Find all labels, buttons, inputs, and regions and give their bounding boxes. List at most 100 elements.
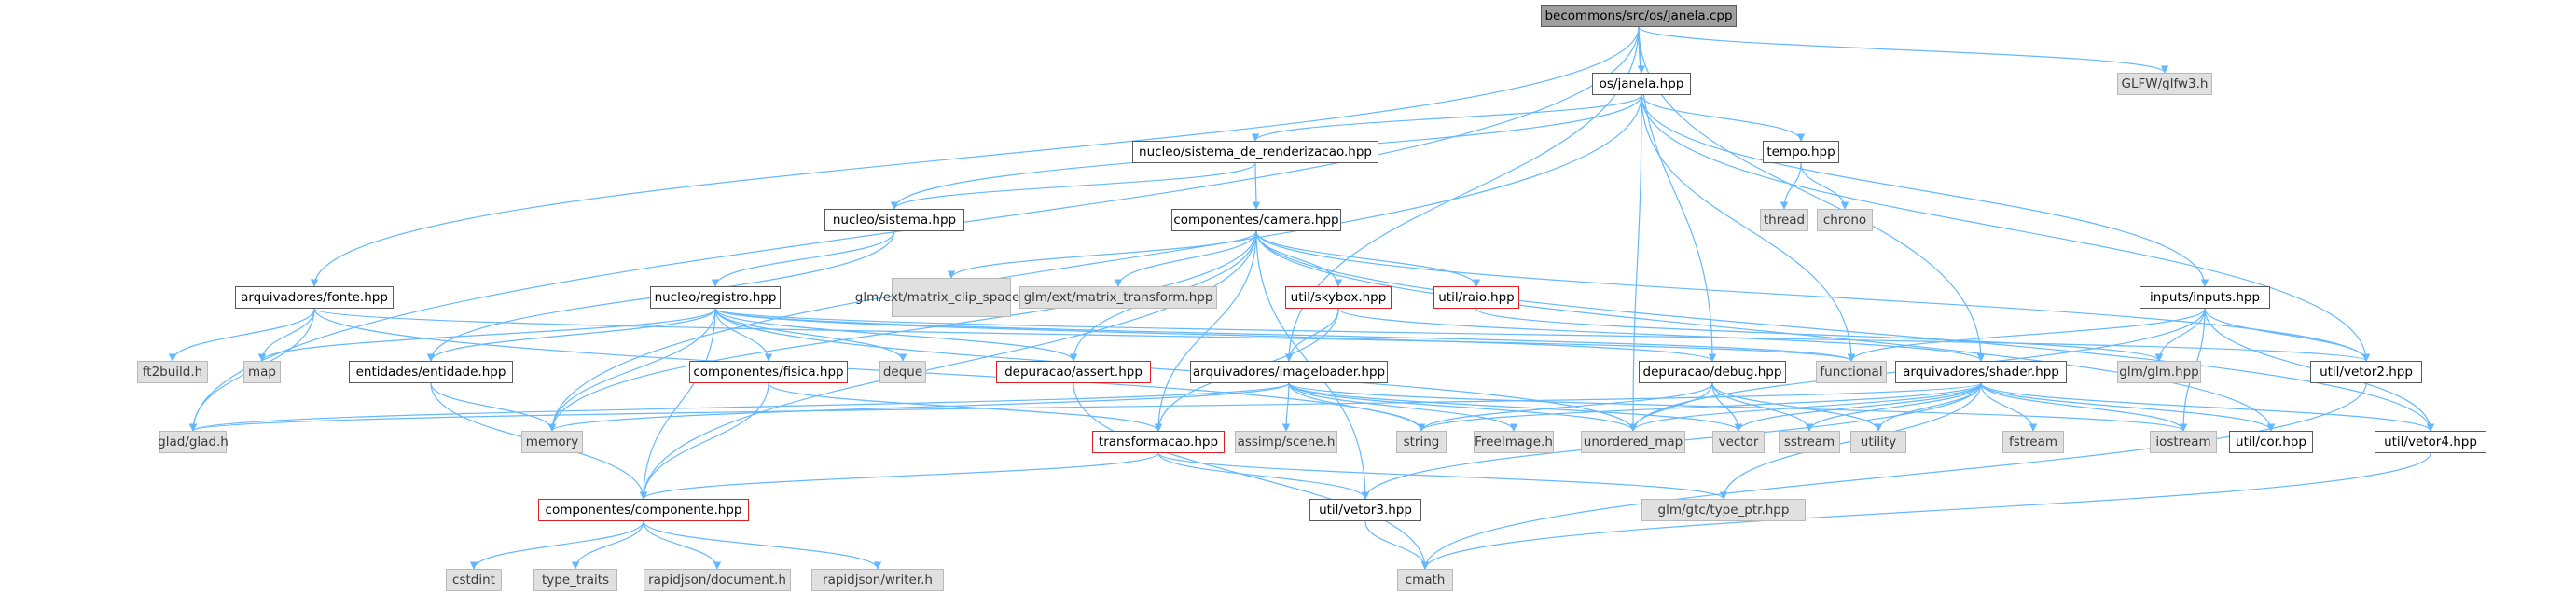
node-depuracao-debug[interactable]: depuracao/debug.hpp <box>1639 361 1786 383</box>
edge-assert-to-cmath <box>1073 382 1430 570</box>
edge-shader-to-fstream <box>1980 382 2038 432</box>
node-util-vetor4[interactable]: util/vetor4.hpp <box>2375 431 2486 453</box>
node-glm-matrix-transform: glm/ext/matrix_transform.hpp <box>1019 286 1217 309</box>
edge-os_janela-to-functional <box>1641 94 1856 362</box>
edge-inputs-to-functional <box>1847 308 2206 362</box>
node-componentes-componente[interactable]: componentes/componente.hpp <box>538 499 749 521</box>
node-componentes-camera[interactable]: componentes/camera.hpp <box>1171 209 1341 231</box>
node-util-raio[interactable]: util/raio.hpp <box>1433 286 1519 309</box>
edge-imageloader-to-assimp <box>1281 382 1291 432</box>
edge-shader-to-cor <box>1980 382 2276 432</box>
node-glfw3: GLFW/glfw3.h <box>2117 73 2212 95</box>
edge-os_janela-to-unordered_map <box>1628 94 1642 432</box>
edge-imageloader-to-unordered_map <box>1288 382 1638 432</box>
edge-registro-to-functional <box>714 308 1855 362</box>
edge-shader-to-vector <box>1734 382 1982 432</box>
node-entidades-entidade[interactable]: entidades/entidade.hpp <box>349 361 513 383</box>
edge-sistema_render-to-camera <box>1252 162 1261 210</box>
edge-imageloader-to-freeimage <box>1288 382 1518 432</box>
node-util-cor[interactable]: util/cor.hpp <box>2229 431 2313 453</box>
edge-shader-to-glad <box>189 382 1982 432</box>
edge-registro-to-fisica <box>714 308 773 362</box>
edge-registro-to-vetor2 <box>714 308 2370 362</box>
node-root-file: becommons/src/os/janela.cpp <box>1541 5 1737 27</box>
node-sstream: sstream <box>1779 431 1840 453</box>
node-arquivadores-shader[interactable]: arquivadores/shader.hpp <box>1895 361 2067 383</box>
node-nucleo-registro[interactable]: nucleo/registro.hpp <box>650 286 781 309</box>
edge-registro-to-assert <box>714 308 1078 362</box>
edge-componente-to-rapidjson_writer <box>643 520 882 570</box>
edge-componente-to-rapidjson_doc <box>643 520 722 570</box>
node-ft2build: ft2build.h <box>137 361 208 383</box>
node-freeimage: FreeImage.h <box>1474 431 1554 453</box>
node-arquivadores-fonte[interactable]: arquivadores/fonte.hpp <box>235 286 394 309</box>
node-nucleo-sistema[interactable]: nucleo/sistema.hpp <box>824 209 964 231</box>
node-tempo[interactable]: tempo.hpp <box>1763 141 1839 163</box>
edge-os_janela-to-sistema_render <box>1251 94 1642 142</box>
node-arquivadores-imageloader[interactable]: arquivadores/imageloader.hpp <box>1190 361 1388 383</box>
edge-camera-to-cor <box>1255 230 2276 432</box>
edge-transformacao-to-vetor3 <box>1157 452 1370 500</box>
edge-raio-to-glm <box>1475 308 2164 362</box>
edge-root-to-fonte <box>310 26 1640 287</box>
node-functional: functional <box>1816 361 1887 383</box>
edge-debug-to-string <box>1417 382 1713 432</box>
edge-entidade-to-memory <box>430 382 557 432</box>
edge-camera-to-vetor2 <box>1255 230 2371 362</box>
node-thread: thread <box>1760 209 1808 231</box>
node-transformacao[interactable]: transformacao.hpp <box>1092 431 1225 453</box>
node-util-vetor3[interactable]: util/vetor3.hpp <box>1309 499 1421 521</box>
edge-registro-to-debug <box>714 308 1716 362</box>
edge-root-to-glfw3 <box>1638 26 2169 74</box>
edge-registro-to-map <box>257 308 716 362</box>
edge-registro-to-deque <box>714 308 907 362</box>
edge-registro-to-entidade <box>426 308 716 362</box>
node-memory: memory <box>521 431 583 453</box>
edge-inputs-to-glm <box>2154 308 2206 362</box>
edge-imageloader-to-string <box>1288 382 1426 432</box>
node-chrono: chrono <box>1817 209 1873 231</box>
edge-fonte-to-functional <box>313 308 1855 362</box>
node-cstdint: cstdint <box>446 569 502 591</box>
edge-nucleo_sistema-to-registro <box>711 230 895 287</box>
node-depuracao-assert[interactable]: depuracao/assert.hpp <box>996 361 1151 383</box>
edge-componente-to-cstdint <box>469 520 644 570</box>
node-componentes-fisica[interactable]: componentes/fisica.hpp <box>689 361 848 383</box>
edge-fisica-to-transformacao <box>768 382 1163 432</box>
edge-debug-to-utility <box>1711 382 1883 432</box>
edge-registro-to-componente <box>639 308 716 500</box>
edge-camera-to-matrix_clip <box>947 230 1257 279</box>
edge-imageloader-to-glad <box>189 382 1290 432</box>
edge-fisica-to-componente <box>639 382 769 500</box>
edge-registro-to-unordered_map <box>714 308 1638 432</box>
edge-vetor4-to-cmath <box>1420 452 2431 570</box>
edge-sistema_render-to-nucleo_sistema <box>890 162 1256 210</box>
edge-camera-to-transformacao <box>1154 230 1257 432</box>
edge-skybox-to-shader <box>1337 308 1986 362</box>
edge-fonte-to-map <box>257 308 315 362</box>
edge-vetor3-to-cmath <box>1364 520 1430 570</box>
node-util-vetor2[interactable]: util/vetor2.hpp <box>2310 361 2422 383</box>
node-glm-glm: glm/glm.hpp <box>2117 361 2201 383</box>
node-string: string <box>1396 431 1447 453</box>
edge-os_janela-to-tempo <box>1641 94 1806 142</box>
edge-debug-to-sstream <box>1711 382 1814 432</box>
edge-imageloader-to-vector <box>1288 382 1743 432</box>
edge-shader-to-sstream <box>1805 382 1982 432</box>
edge-os_janela-to-inputs <box>1641 94 2209 287</box>
edge-tempo-to-thread <box>1780 162 1802 210</box>
node-util-skybox[interactable]: util/skybox.hpp <box>1285 286 1392 309</box>
edge-camera-to-vetor4 <box>1255 230 2435 432</box>
edge-vetor2-to-cmath <box>1420 382 2367 570</box>
node-sistema-de-renderizacao[interactable]: nucleo/sistema_de_renderizacao.hpp <box>1132 141 1378 163</box>
node-iostream: iostream <box>2150 431 2217 453</box>
node-inputs-inputs[interactable]: inputs/inputs.hpp <box>2140 286 2270 309</box>
node-glm-gtc-type-ptr: glm/gtc/type_ptr.hpp <box>1641 499 1806 521</box>
edge-shader-to-unordered_map <box>1628 382 1982 432</box>
edge-tempo-to-chrono <box>1800 162 1849 210</box>
edge-camera-to-matrix_transform <box>1114 230 1257 287</box>
edge-imageloader-to-memory <box>548 382 1290 432</box>
node-os-janela[interactable]: os/janela.hpp <box>1592 73 1691 95</box>
edge-shader-to-iostream <box>1980 382 2188 432</box>
